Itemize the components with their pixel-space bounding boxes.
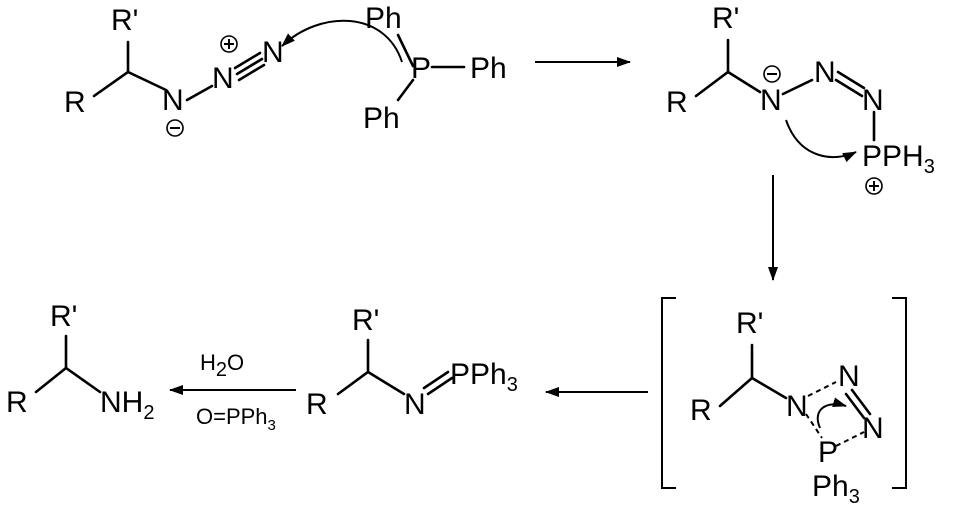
- phosphine-ph-top: Ph: [365, 2, 402, 35]
- int2-n1: N: [786, 390, 808, 423]
- int1-phosphorus: PPH3: [862, 140, 935, 178]
- azide-n1: N: [162, 84, 184, 117]
- imino-pph3: PPh3: [450, 358, 518, 396]
- int1-r-prime: R': [712, 2, 739, 35]
- phosphazide-ring-intermediate: R' R N N N P Ph3: [661, 297, 907, 506]
- fragmentation-arrow: [816, 397, 847, 429]
- int1-plus-charge: [865, 177, 883, 195]
- phosphine-p: P: [411, 52, 431, 85]
- minus-charge: [166, 119, 184, 137]
- int2-r-prime: R': [736, 307, 763, 340]
- int2-ph3: Ph3: [812, 470, 860, 506]
- int1-n2: N: [814, 56, 836, 89]
- plus-charge: [220, 35, 238, 53]
- phosphine-ph-bottom: Ph: [363, 102, 400, 135]
- azide-r-prime: R': [111, 4, 138, 37]
- nucleophilic-attack-arrow: [281, 19, 403, 63]
- primary-amine: R' R NH2: [6, 300, 154, 424]
- byproduct-triphenylphosphine-oxide: O=PPh3: [196, 404, 276, 434]
- ring-closure-arrow: [785, 119, 857, 163]
- azide-n3: N: [262, 36, 284, 69]
- int1-r: R: [666, 86, 688, 119]
- phosphazide-intermediate: R' R N N N PPH3: [666, 2, 935, 195]
- phosphine-ph-right: Ph: [470, 52, 507, 85]
- azide-r: R: [64, 86, 86, 119]
- int2-n2: N: [838, 360, 860, 393]
- triphenylphosphine: P Ph Ph Ph: [363, 2, 507, 135]
- right-bracket: [892, 297, 907, 489]
- int1-n1: N: [760, 84, 782, 117]
- int2-p: P: [818, 436, 838, 469]
- int1-n3: N: [862, 84, 884, 117]
- imino-n: N: [404, 388, 426, 421]
- int2-r: R: [690, 394, 712, 427]
- reagent-water: H2O: [200, 350, 244, 381]
- amine-nh2: NH2: [100, 386, 154, 424]
- int2-n3: N: [862, 412, 884, 445]
- amine-r: R: [6, 386, 28, 419]
- azide-n2: N: [212, 62, 234, 95]
- left-bracket: [661, 297, 676, 489]
- imino-r: R: [306, 388, 328, 421]
- int1-minus-charge: [763, 65, 781, 83]
- iminophosphorane: R' R N PPh3: [306, 304, 518, 421]
- alkyl-azide: R' R N N N: [64, 4, 284, 137]
- amine-r-prime: R': [50, 300, 77, 333]
- imino-r-prime: R': [352, 304, 379, 337]
